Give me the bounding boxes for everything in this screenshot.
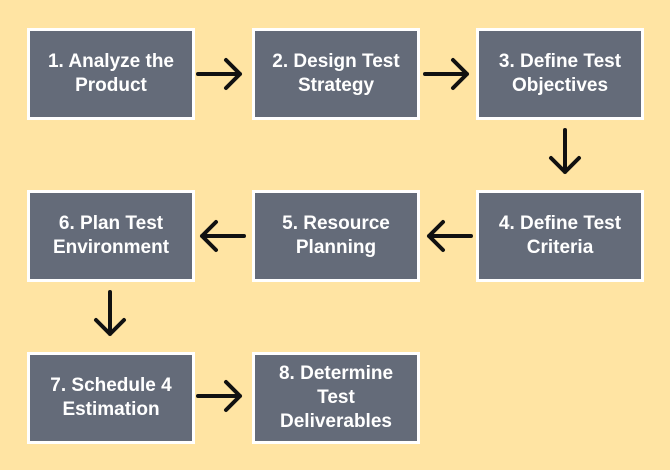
step-6-label: 6. Plan Test Environment bbox=[52, 213, 170, 258]
arrow-left-icon bbox=[200, 220, 246, 252]
step-8-box: 8. Determine Test Deliverables bbox=[252, 352, 420, 444]
step-5-box: 5. Resource Planning bbox=[252, 190, 420, 282]
step-2-box: 2. Design Test Strategy bbox=[252, 28, 420, 120]
step-5-label: 5. Resource Planning bbox=[282, 213, 390, 258]
arrow-down-icon bbox=[94, 290, 126, 336]
arrow-down-icon bbox=[549, 128, 581, 174]
step-1-label: 1. Analyze the Product bbox=[47, 51, 174, 96]
step-7-box: 7. Schedule 4 Estimation bbox=[27, 352, 195, 444]
step-3-box: 3. Define Test Objectives bbox=[476, 28, 644, 120]
step-6-box: 6. Plan Test Environment bbox=[27, 190, 195, 282]
step-4-box: 4. Define Test Criteria bbox=[476, 190, 644, 282]
arrow-left-icon bbox=[427, 220, 473, 252]
arrow-right-icon bbox=[423, 58, 469, 90]
step-8-label: 8. Determine Test Deliverables bbox=[278, 363, 394, 432]
step-4-label: 4. Define Test Criteria bbox=[498, 213, 622, 258]
step-2-label: 2. Design Test Strategy bbox=[272, 51, 400, 96]
step-7-label: 7. Schedule 4 Estimation bbox=[50, 375, 172, 420]
step-3-label: 3. Define Test Objectives bbox=[498, 51, 622, 96]
arrow-right-icon bbox=[196, 380, 242, 412]
step-1-box: 1. Analyze the Product bbox=[27, 28, 195, 120]
arrow-right-icon bbox=[196, 58, 242, 90]
